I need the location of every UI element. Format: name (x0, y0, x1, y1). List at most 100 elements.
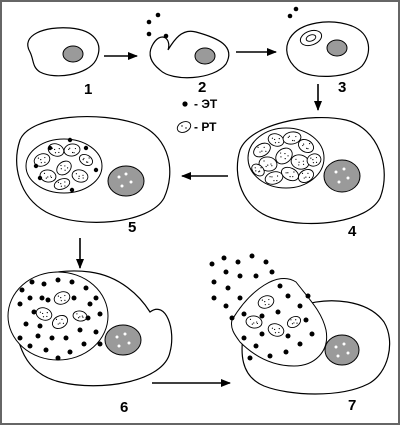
reticulate-body-icon (251, 163, 265, 177)
elementary-body-icon (241, 335, 247, 341)
elementary-body-icon (237, 273, 243, 279)
elementary-body-icon (69, 187, 75, 193)
stage-4-inclusion (251, 131, 322, 185)
elementary-body-icon (43, 347, 49, 353)
nucleus-icon (194, 47, 216, 65)
elementary-body-icon (237, 295, 243, 301)
elementary-body-icon (47, 145, 53, 151)
reticulate-body-icon (257, 295, 275, 309)
reticulate-body-icon (71, 169, 89, 183)
elementary-body-icon (275, 309, 281, 315)
elementary-body-icon (259, 331, 265, 337)
elementary-body-icon (253, 273, 259, 279)
elementary-body-icon (229, 315, 235, 321)
elementary-body-icon (23, 321, 29, 327)
elementary-body-icon (283, 349, 289, 355)
stage-number-6: 6 (120, 399, 128, 416)
elementary-body-icon (303, 317, 309, 323)
elementary-body-icon (211, 279, 217, 285)
elementary-body-icon (285, 293, 291, 299)
reticulate-body-icon (298, 138, 314, 154)
elementary-body-icon (67, 349, 73, 355)
elementary-body-icon (85, 315, 91, 321)
elementary-body-icon (93, 329, 99, 335)
elementary-body-icon (29, 279, 35, 285)
nucleus-icon (104, 324, 142, 356)
elementary-body-icon (87, 301, 93, 307)
elementary-body-icon (297, 341, 303, 347)
elementary-body-icon (225, 285, 231, 291)
nucleus-icon (323, 159, 361, 193)
elementary-body-icon (55, 277, 61, 283)
elementary-body-icon (263, 259, 269, 265)
elementary-body-icon (33, 163, 39, 169)
elementary-body-icon (155, 12, 161, 18)
elementary-body-icon (293, 6, 299, 12)
stage-number-1: 1 (84, 81, 92, 98)
elementary-body-icon (209, 261, 215, 267)
reticulate-body-icon (53, 178, 71, 190)
reticulate-body-icon (33, 153, 51, 167)
elementary-body-icon (249, 253, 255, 259)
elementary-body-icon (67, 137, 73, 143)
reticulate-body-icon (176, 121, 192, 133)
stage-number-7: 7 (348, 397, 356, 414)
elementary-body-icon (71, 295, 77, 301)
elementary-body-icon (77, 327, 83, 333)
elementary-body-dot-icon (182, 101, 188, 107)
elementary-body-icon (55, 355, 61, 361)
reticulate-body-icon (282, 131, 302, 145)
elementary-body-icon (17, 301, 23, 307)
elementary-body-icon (297, 303, 303, 309)
elementary-body-icon (267, 353, 273, 359)
stage-7-cell (209, 253, 391, 395)
elementary-body-icon (163, 33, 169, 39)
elementary-body-icon (97, 311, 103, 317)
elementary-body-icon (146, 19, 152, 25)
elementary-body-icon (37, 323, 43, 329)
elementary-body-icon (277, 283, 283, 289)
elementary-body-icon (269, 269, 275, 275)
elementary-body-icon (97, 341, 103, 347)
elementary-body-icon (305, 293, 311, 299)
stage-6-inclusion (17, 277, 103, 361)
stage-number-3: 3 (338, 79, 346, 96)
reticulate-body-icon (298, 168, 314, 184)
elementary-body-icon (241, 311, 247, 317)
reticulate-body-icon (267, 323, 285, 337)
stage-1-cell (27, 27, 100, 77)
reticulate-body-icon (275, 147, 293, 165)
reticulate-body-icon (306, 153, 322, 167)
legend-elementary-body-label: - ЭТ (194, 97, 218, 111)
nucleus-icon (62, 45, 84, 63)
elementary-body-icon (41, 281, 47, 287)
stage-3-cell (286, 6, 370, 77)
elementary-body-icon (235, 259, 241, 265)
elementary-body-icon (35, 333, 41, 339)
elementary-body-icon (223, 303, 229, 309)
reticulate-body-icon (78, 153, 94, 167)
elementary-body-icon (17, 335, 23, 341)
elementary-body-icon (287, 13, 293, 19)
elementary-body-icon (27, 295, 33, 301)
elementary-body-icon (146, 31, 152, 37)
stage-5-inclusion (33, 137, 99, 193)
elementary-body-icon (247, 355, 253, 361)
elementary-body-icon (83, 145, 89, 151)
reticulate-body-icon (253, 142, 271, 158)
stage-number-2: 2 (198, 79, 206, 96)
elementary-body-icon (37, 175, 43, 181)
reticulate-body-icon (35, 307, 53, 321)
elementary-body-icon (27, 343, 33, 349)
elementary-body-icon (285, 333, 291, 339)
elementary-body-icon (259, 313, 265, 319)
reticulate-body-icon (53, 291, 71, 305)
stage-2-cell (146, 12, 230, 79)
reticulate-body-icon (286, 315, 302, 329)
nucleus-icon (107, 165, 145, 197)
elementary-body-icon (49, 335, 55, 341)
reticulate-body-icon (63, 143, 81, 157)
reticulate-body-icon (52, 314, 68, 330)
